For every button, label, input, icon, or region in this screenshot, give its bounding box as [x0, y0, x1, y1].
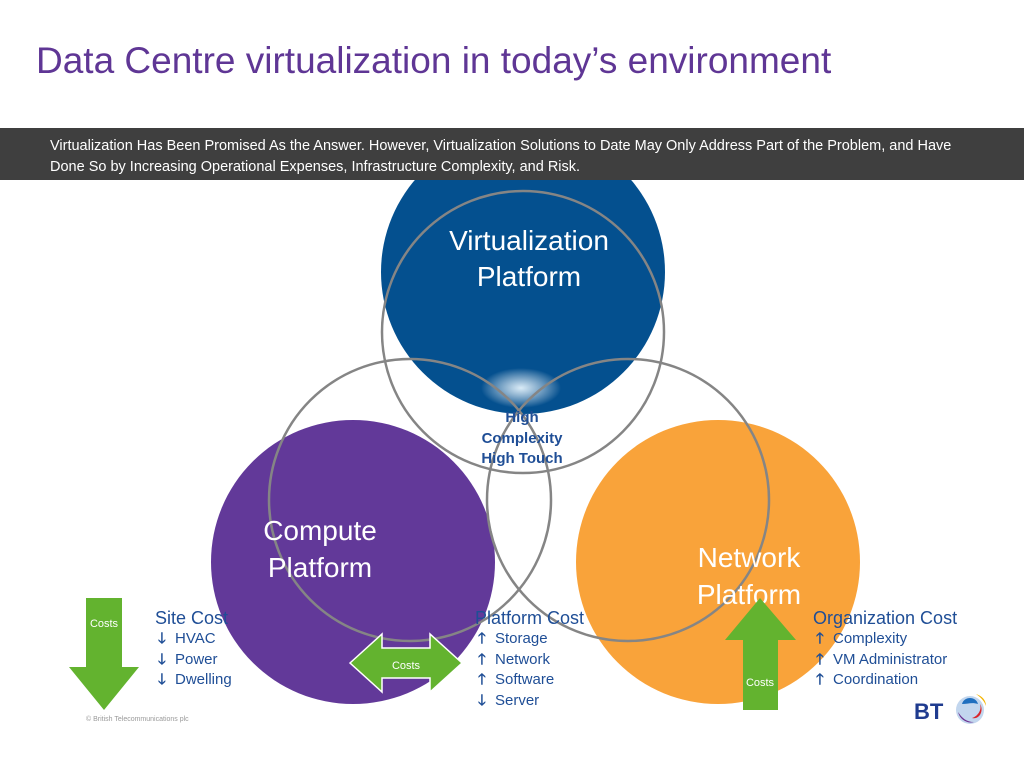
bt-globe-swirl-red	[972, 704, 982, 719]
arrow-down-icon: 🡓	[478, 691, 486, 709]
costs-down-arrow	[69, 598, 139, 710]
costs-up-arrow-label: Costs	[746, 677, 775, 689]
virtualization-platform-circle	[381, 130, 665, 414]
organization-cost-item: 🡑 Complexity	[813, 629, 957, 650]
arrow-up-icon: 🡑	[816, 630, 824, 647]
costs-double-arrow	[348, 632, 464, 694]
slide-title: Data Centre virtualization in today’s en…	[36, 40, 832, 81]
arrow-up-icon: 🡑	[478, 630, 486, 647]
platform-cost-title: Platform Cost	[475, 608, 585, 628]
arrow-up-icon: 🡑	[478, 650, 486, 668]
site-cost-item: 🡓 HVAC	[155, 629, 232, 650]
platform-cost-item-label: Network	[495, 650, 551, 668]
bt-logo: BT	[914, 694, 986, 724]
arrow-up-icon: 🡑	[816, 671, 824, 688]
copyright-text: © British Telecommunications plc	[86, 716, 189, 723]
venn-ring-left	[267, 357, 553, 643]
costs-double-arrow-label: Costs	[392, 660, 421, 672]
compute-label-line1: Compute	[263, 515, 377, 546]
platform-cost-item-label: Storage	[495, 630, 548, 647]
arrow-up-icon: 🡑	[816, 650, 824, 668]
venn-ring-right	[485, 357, 771, 643]
platform-cost-block: Platform Cost 🡑 Storage 🡑 Network 🡑 Softwar…	[475, 607, 584, 711]
arrow-up-icon: 🡑	[478, 671, 486, 688]
center-label-line1: High	[505, 409, 538, 426]
organization-cost-item: 🡑 Coordination	[813, 670, 957, 691]
bt-globe-swirl-blue	[962, 698, 978, 704]
bt-globe-swirl-yellow	[976, 694, 986, 706]
compute-label-line2: Platform	[268, 552, 372, 583]
venn-ring-top	[380, 189, 666, 475]
platform-cost-item: 🡓 Server	[475, 691, 584, 712]
summary-banner: Virtualization Has Been Promised As the …	[0, 128, 1024, 180]
site-cost-title: Site Cost	[155, 608, 229, 628]
site-cost-item: 🡓 Power	[155, 650, 232, 671]
bt-globe-swirl-purple	[958, 712, 974, 723]
virtualization-label-line1: Virtualization	[449, 225, 609, 256]
site-cost-item: 🡓 Dwelling	[155, 670, 232, 691]
bt-logo-text: BT	[914, 699, 944, 724]
platform-cost-item-label: Server	[495, 691, 540, 709]
arrow-down-icon: 🡓	[158, 650, 166, 668]
compute-platform-circle	[211, 420, 495, 704]
summary-banner-text: Virtualization Has Been Promised As the …	[50, 138, 952, 175]
site-cost-item-label: Dwelling	[175, 671, 232, 688]
site-cost-list: 🡓 HVAC 🡓 Power 🡓 Dwelling	[155, 629, 232, 691]
center-glow	[481, 368, 561, 408]
organization-cost-item-label: VM Administrator	[833, 650, 948, 668]
costs-down-arrow-label: Costs	[90, 618, 119, 630]
organization-cost-title: Organization Cost	[813, 608, 958, 628]
platform-cost-list: 🡑 Storage 🡑 Network 🡑 Software 🡓 Server	[475, 629, 584, 711]
center-label-line3: High Touch	[481, 450, 562, 467]
organization-cost-item-label: Complexity	[833, 630, 908, 647]
platform-cost-item: 🡑 Storage	[475, 629, 584, 650]
network-label-line1: Network	[698, 542, 802, 573]
arrow-down-icon: 🡓	[158, 630, 166, 647]
organization-cost-item-label: Coordination	[833, 671, 919, 688]
center-label-line2: Complexity	[482, 430, 564, 447]
site-cost-block: Site Cost 🡓 HVAC 🡓 Power 🡓 Dwelling	[155, 607, 232, 691]
costs-up-arrow	[725, 598, 796, 710]
organization-cost-item: 🡑 VM Administrator	[813, 650, 957, 671]
platform-cost-item: 🡑 Software	[475, 670, 584, 691]
platform-cost-item: 🡑 Network	[475, 650, 584, 671]
site-cost-item-label: HVAC	[175, 630, 216, 647]
network-label-line2: Platform	[697, 579, 801, 610]
virtualization-label-line2: Platform	[477, 261, 581, 292]
organization-cost-list: 🡑 Complexity 🡑 VM Administrator 🡑 Coordinat…	[813, 629, 957, 691]
platform-cost-item-label: Software	[495, 671, 555, 688]
arrow-down-icon: 🡓	[158, 671, 166, 688]
organization-cost-block: Organization Cost 🡑 Complexity 🡑 VM Admini…	[813, 607, 957, 691]
site-cost-item-label: Power	[175, 650, 218, 668]
